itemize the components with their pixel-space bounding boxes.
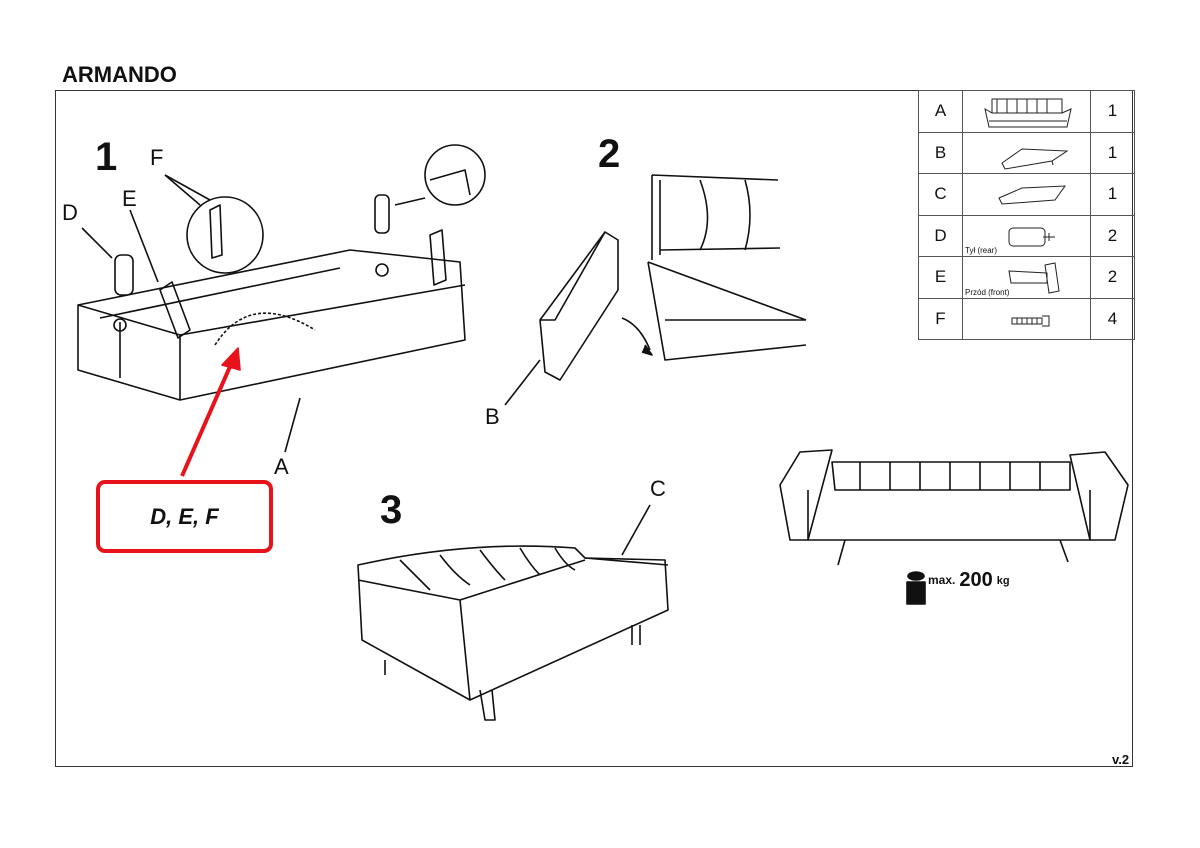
max-load-unit: kg xyxy=(996,575,1010,587)
part-note: Przód (front) xyxy=(965,287,1010,297)
part-image-cell xyxy=(962,90,1091,133)
part-letter: B xyxy=(918,131,963,174)
sofa-frame-icon xyxy=(983,98,1072,128)
step1-sofa-underside-drawing xyxy=(77,144,486,453)
part-quantity: 1 xyxy=(1090,131,1135,174)
callout-arrow xyxy=(180,347,241,477)
part-image-cell: Tył (rear) xyxy=(962,214,1091,257)
part-image-cell xyxy=(962,297,1091,340)
label-f: F xyxy=(150,145,164,170)
part-quantity: 2 xyxy=(1090,214,1135,257)
step-number-1: 1 xyxy=(95,135,118,179)
part-letter: F xyxy=(918,297,963,340)
part-quantity: 2 xyxy=(1090,256,1135,299)
part-image-cell xyxy=(962,173,1091,216)
step-number-3: 3 xyxy=(380,488,403,532)
angled-leg-icon xyxy=(1007,262,1060,294)
instruction-frame xyxy=(55,90,1133,767)
version-label: v.2 xyxy=(1112,752,1130,767)
step3-assembled-sofa-drawing xyxy=(357,504,669,721)
max-load-value: 200 xyxy=(959,569,993,591)
part-letter: C xyxy=(918,173,963,216)
weight-icon xyxy=(906,571,926,605)
part-image-cell: Przód (front) xyxy=(962,256,1091,299)
label-e: E xyxy=(122,186,137,211)
part-quantity: 1 xyxy=(1090,173,1135,216)
part-letter: E xyxy=(918,256,963,299)
backrest-cushion-icon xyxy=(1000,148,1069,170)
part-letter: D xyxy=(918,214,963,257)
step-number-2: 2 xyxy=(598,132,621,176)
step2-backrest-drawing xyxy=(504,174,807,406)
armrest-cushion-icon xyxy=(997,185,1066,205)
max-load-prefix: max. xyxy=(928,573,956,587)
part-image-cell xyxy=(962,131,1091,174)
part-quantity: 1 xyxy=(1090,90,1135,133)
cylindrical-leg-icon xyxy=(1008,227,1055,247)
screw-icon xyxy=(1011,315,1049,327)
label-a: A xyxy=(274,454,289,479)
label-c: C xyxy=(650,476,666,501)
part-letter: A xyxy=(918,90,963,133)
sofa-bed-mode-drawing xyxy=(779,449,1129,566)
max-load-label: max. 200 kg xyxy=(906,570,1010,590)
label-d: D xyxy=(62,200,78,225)
label-b: B xyxy=(485,404,500,429)
document-title: ARMANDO xyxy=(62,62,177,87)
callout-box: D, E, F xyxy=(96,480,273,553)
part-note: Tył (rear) xyxy=(965,246,997,255)
part-quantity: 4 xyxy=(1090,297,1135,340)
callout-text: D, E, F xyxy=(150,503,219,529)
